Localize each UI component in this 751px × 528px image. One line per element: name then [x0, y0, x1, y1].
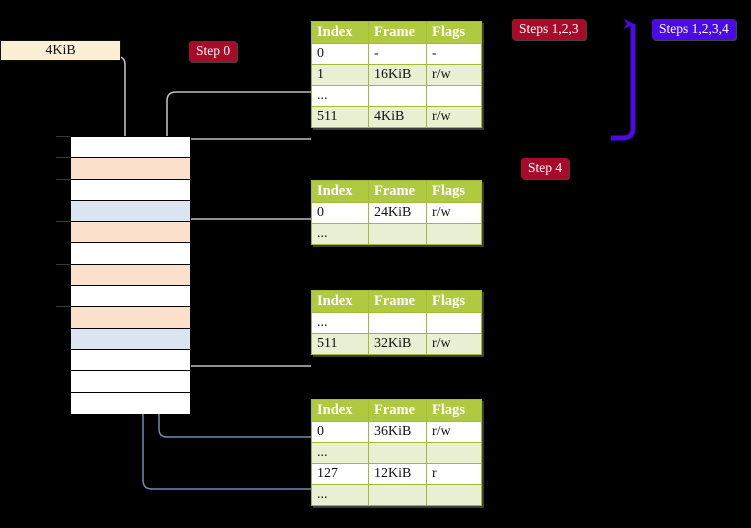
- cell-index: 0: [311, 421, 369, 443]
- table-row-highlighted: 511 4KiB r/w: [311, 106, 482, 128]
- cell-index: ...: [311, 484, 369, 506]
- cell-flags: [426, 85, 482, 107]
- cell-index: 0: [311, 202, 369, 224]
- cell-index: ...: [311, 442, 369, 464]
- memory-frame-row: [71, 200, 190, 223]
- table-header-row: Index Frame Flags: [311, 290, 482, 313]
- cell-frame: [368, 312, 427, 334]
- column-header-flags: Flags: [426, 180, 482, 203]
- memory-frame-row: [71, 158, 190, 180]
- column-header-flags: Flags: [426, 290, 482, 313]
- table-header-row: Index Frame Flags: [311, 180, 482, 203]
- column-header-frame: Frame: [368, 399, 427, 422]
- cell-flags: r/w: [426, 64, 482, 86]
- frame-tick: [56, 179, 70, 180]
- column-header-flags: Flags: [426, 21, 482, 44]
- cell-frame: 24KiB: [368, 202, 427, 224]
- cell-flags: r/w: [426, 421, 482, 443]
- page-table-level2: Index Frame Flags ... 511 32KiB r/w: [311, 290, 482, 355]
- memory-frame-row: [71, 179, 190, 201]
- column-header-frame: Frame: [368, 21, 427, 44]
- memory-frame-row: [71, 264, 190, 287]
- table-row: ...: [311, 484, 482, 506]
- cell-frame: [368, 223, 427, 245]
- column-header-frame: Frame: [368, 180, 427, 203]
- cell-index: ...: [311, 85, 369, 107]
- cell-frame: [368, 85, 427, 107]
- table-row: 0 36KiB r/w: [311, 421, 482, 443]
- frame-tick: [56, 157, 70, 158]
- wire-l2-511-to-frame: [179, 330, 311, 367]
- table-row: 127 12KiB r: [311, 463, 482, 485]
- cell-flags: r/w: [426, 202, 482, 224]
- frame-tick: [56, 306, 70, 307]
- cell-index: ...: [311, 312, 369, 334]
- memory-frame-column: [70, 136, 191, 414]
- badge-steps-1-2-3-4: Steps 1,2,3,4: [652, 19, 736, 40]
- cell-index: 511: [311, 333, 369, 355]
- table-row: ...: [311, 312, 482, 334]
- cell-frame: 16KiB: [368, 64, 427, 86]
- cell-frame: 32KiB: [368, 333, 427, 355]
- table-row: 0 - -: [311, 43, 482, 65]
- page-table-level3: Index Frame Flags 0 24KiB r/w ...: [311, 180, 482, 245]
- page-table-level1: Index Frame Flags 0 36KiB r/w ... 127 12…: [311, 399, 482, 506]
- cell-frame: [368, 484, 427, 506]
- frame-tick: [56, 264, 70, 265]
- table-header-row: Index Frame Flags: [311, 399, 482, 422]
- table-row: ...: [311, 85, 482, 107]
- cell-flags: r/w: [426, 106, 482, 128]
- badge-step-4: Step 4: [521, 158, 570, 179]
- cell-flags: [426, 484, 482, 506]
- memory-frame-row: [71, 243, 190, 265]
- memory-frame-row: [71, 328, 190, 350]
- cell-flags: r: [426, 463, 482, 485]
- cell-frame: [368, 442, 427, 464]
- badge-steps-1-2-3: Steps 1,2,3: [512, 19, 586, 40]
- wire-l3-0-to-frame: [176, 218, 311, 284]
- cell-frame: 12KiB: [368, 463, 427, 485]
- memory-frame-row: [71, 307, 190, 329]
- column-header-index: Index: [311, 399, 369, 422]
- memory-frame-row: [71, 371, 190, 393]
- cell-index: ...: [311, 223, 369, 245]
- cell-frame: 36KiB: [368, 421, 427, 443]
- frame-tick: [56, 221, 70, 222]
- memory-frame-row: [71, 222, 190, 244]
- cell-index: 511: [311, 106, 369, 128]
- table-header-row: Index Frame Flags: [311, 21, 482, 44]
- cell-index: 127: [311, 463, 369, 485]
- memory-frame-row: [71, 137, 190, 159]
- page-table-level4: Index Frame Flags 0 - - 1 16KiB r/w ...: [311, 21, 482, 128]
- memory-frame-row: [71, 349, 190, 372]
- table-row: ...: [311, 442, 482, 464]
- cell-flags: [426, 223, 482, 245]
- column-header-index: Index: [311, 21, 369, 44]
- column-header-index: Index: [311, 290, 369, 313]
- cell-flags: r/w: [426, 333, 482, 355]
- cell-index: 1: [311, 64, 369, 86]
- cell-frame: 4KiB: [368, 106, 427, 128]
- memory-frame-row: [71, 392, 190, 414]
- column-header-flags: Flags: [426, 399, 482, 422]
- cell-flags: [426, 442, 482, 464]
- size-label-4kib: 4KiB: [0, 40, 121, 61]
- table-row: ...: [311, 223, 482, 245]
- table-row: 1 16KiB r/w: [311, 64, 482, 86]
- cell-flags: -: [426, 43, 482, 65]
- column-header-frame: Frame: [368, 290, 427, 313]
- table-row: 0 24KiB r/w: [311, 202, 482, 224]
- frame-tick: [56, 136, 70, 137]
- cell-index: 0: [311, 43, 369, 65]
- cell-flags: [426, 312, 482, 334]
- table-row: 511 32KiB r/w: [311, 333, 482, 355]
- wire-step4-loop: [611, 18, 636, 141]
- badge-step-0: Step 0: [189, 41, 238, 62]
- cell-frame: -: [368, 43, 427, 65]
- memory-frame-row: [71, 286, 190, 308]
- column-header-index: Index: [311, 180, 369, 203]
